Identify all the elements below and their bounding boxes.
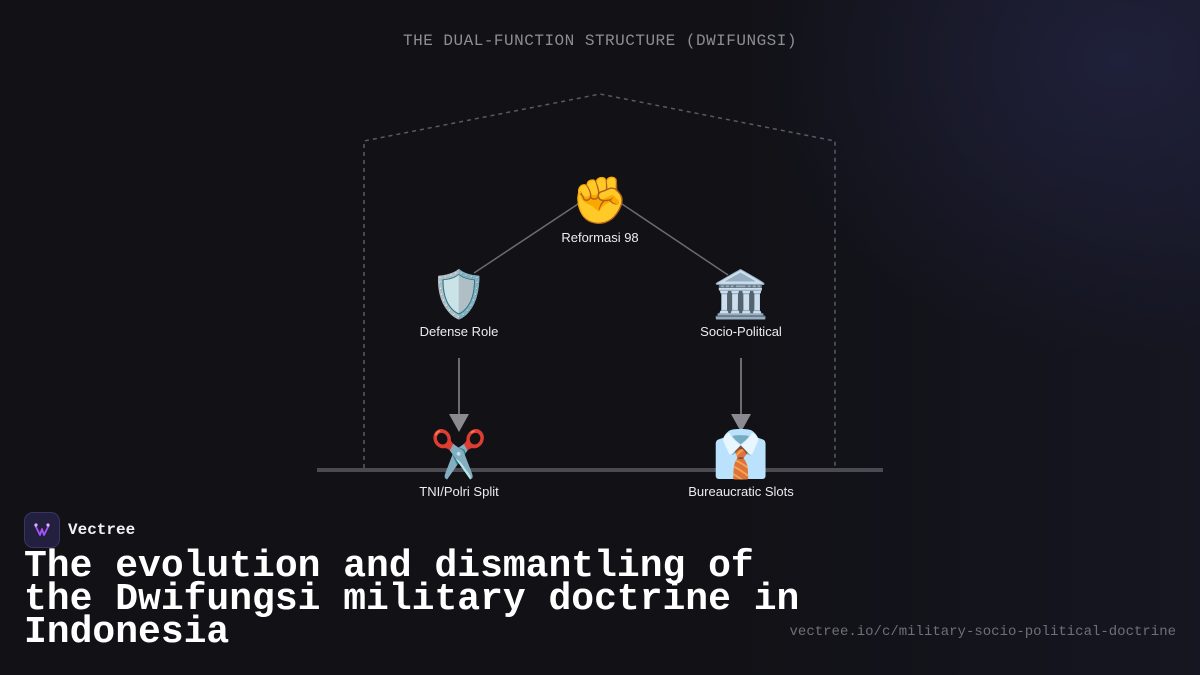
shield-icon: 🛡️ bbox=[430, 267, 488, 321]
connector-top-right bbox=[621, 203, 729, 276]
page-url[interactable]: vectree.io/c/military-socio-political-do… bbox=[789, 624, 1176, 640]
node-label: TNI/Polri Split bbox=[419, 484, 499, 499]
node-label: Reformasi 98 bbox=[561, 230, 639, 245]
brand[interactable]: Vectree bbox=[24, 512, 135, 548]
vectree-logo-icon bbox=[24, 512, 60, 548]
node-label: Bureaucratic Slots bbox=[688, 484, 794, 499]
page-headline: The evolution and dismantling of the Dwi… bbox=[24, 545, 800, 654]
node-defense-role: 🛡️ Defense Role bbox=[369, 266, 549, 339]
diagram-title: THE DUAL-FUNCTION STRUCTURE (DWIFUNGSI) bbox=[403, 32, 797, 50]
node-reformasi: ✊ Reformasi 98 bbox=[510, 172, 690, 245]
node-bureaucratic-slots: 👔 Bureaucratic Slots bbox=[651, 426, 831, 499]
connector-top-left bbox=[473, 203, 579, 274]
arrow-left-head bbox=[449, 414, 469, 432]
node-label: Socio-Political bbox=[700, 324, 782, 339]
house-roof-outline bbox=[363, 93, 836, 468]
classical-building-icon: 🏛️ bbox=[712, 267, 770, 321]
necktie-shirt-icon: 👔 bbox=[712, 427, 770, 481]
node-tni-polri-split: ✂️ TNI/Polri Split bbox=[369, 426, 549, 499]
brand-name: Vectree bbox=[68, 521, 136, 539]
node-socio-political: 🏛️ Socio-Political bbox=[651, 266, 831, 339]
node-label: Defense Role bbox=[419, 324, 499, 339]
raised-fist-icon: ✊ bbox=[571, 173, 629, 227]
arrow-right-head bbox=[731, 414, 751, 432]
scissors-icon: ✂️ bbox=[430, 427, 488, 481]
